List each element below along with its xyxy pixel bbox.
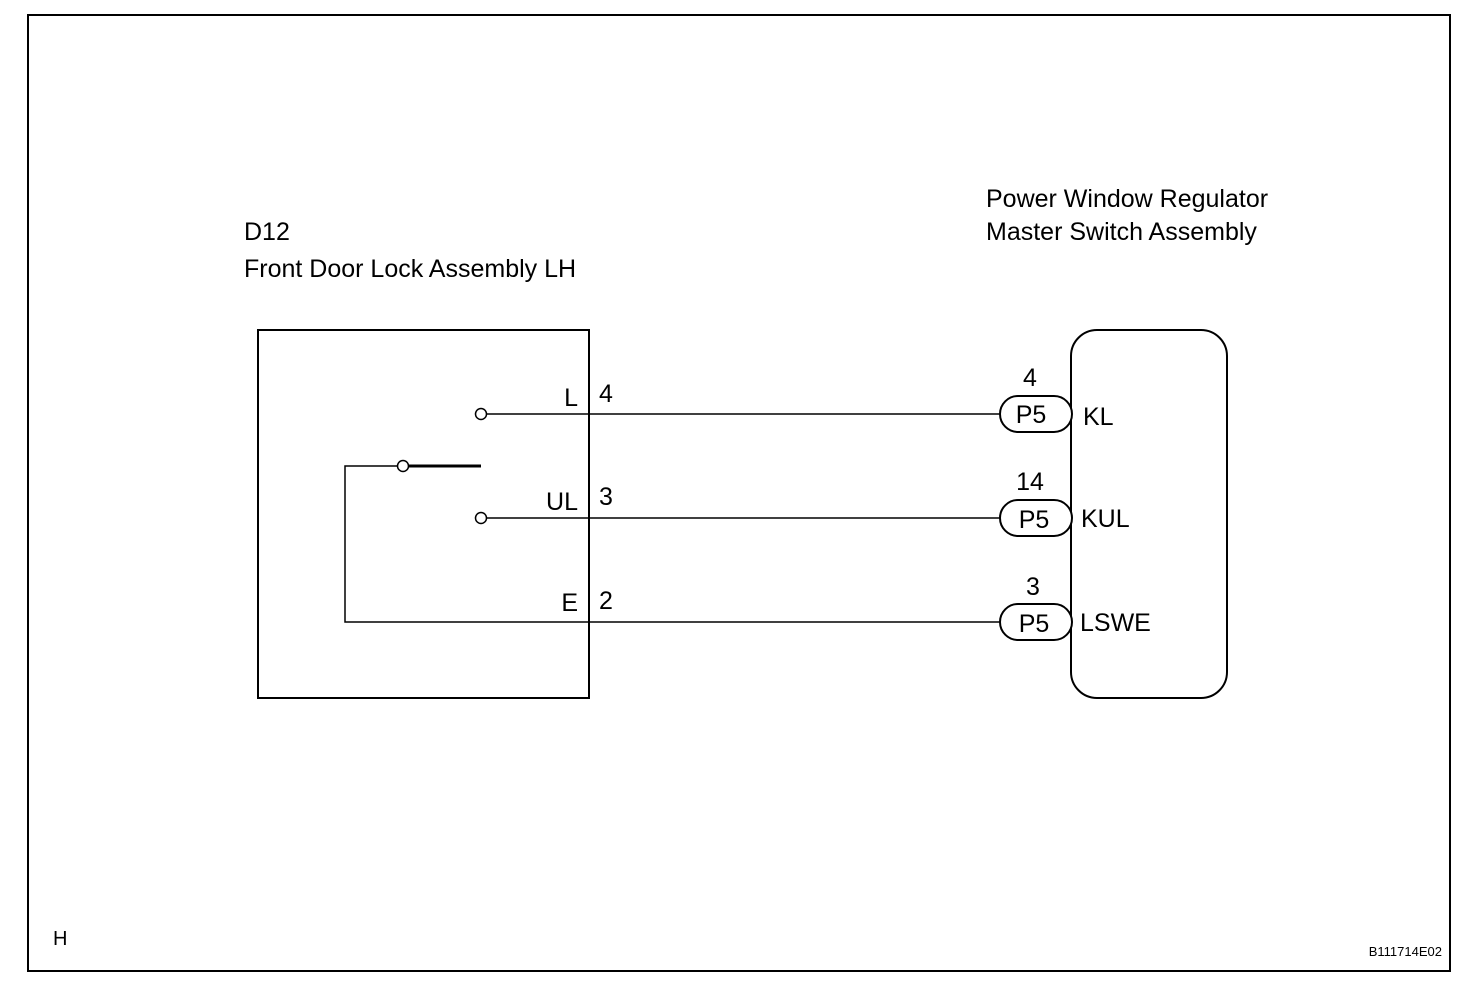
connector-code: P5: [1019, 610, 1050, 638]
right-component-name-line1: Power Window Regulator: [986, 185, 1268, 213]
front-door-lock-assembly-box: [257, 329, 590, 699]
left-pin-label-ul: UL: [546, 488, 578, 516]
connector-badge: [999, 603, 1073, 641]
left-pin-number-4: 4: [599, 380, 613, 408]
figure-id: B111714E02: [1369, 944, 1442, 959]
connector-code: P5: [1019, 506, 1050, 534]
left-component-code: D12: [244, 218, 290, 246]
corner-letter: H: [53, 928, 67, 950]
right-component-name-line2: Master Switch Assembly: [986, 218, 1257, 246]
left-pin-number-3: 3: [599, 483, 613, 511]
terminal-name: LSWE: [1080, 609, 1151, 637]
connector-pin-number: 14: [1016, 468, 1044, 496]
left-component-name: Front Door Lock Assembly LH: [244, 255, 576, 283]
connector-code: P5: [1016, 401, 1047, 429]
connector-pin-lswe: 3 P5 LSWE: [999, 573, 1151, 641]
connector-pin-number: 4: [1023, 364, 1037, 392]
diagram-frame: [27, 14, 1451, 972]
switch-contact-lock: [474, 407, 488, 421]
connector-pin-kul: 14 P5 KUL: [999, 468, 1130, 537]
connector-pin-number: 3: [1026, 573, 1040, 601]
switch-pivot: [396, 459, 410, 473]
connector-pin-kl: 4 P5 KL: [999, 364, 1114, 433]
terminal-name: KL: [1083, 403, 1114, 431]
left-pin-label-l: L: [564, 384, 578, 412]
connector-badge: [999, 499, 1073, 537]
left-pin-label-e: E: [561, 589, 578, 617]
left-pin-number-2: 2: [599, 587, 613, 615]
terminal-name: KUL: [1081, 505, 1130, 533]
switch-common-wire: [344, 465, 589, 623]
connector-badge: [999, 395, 1073, 433]
switch-contact-unlock: [474, 511, 488, 525]
